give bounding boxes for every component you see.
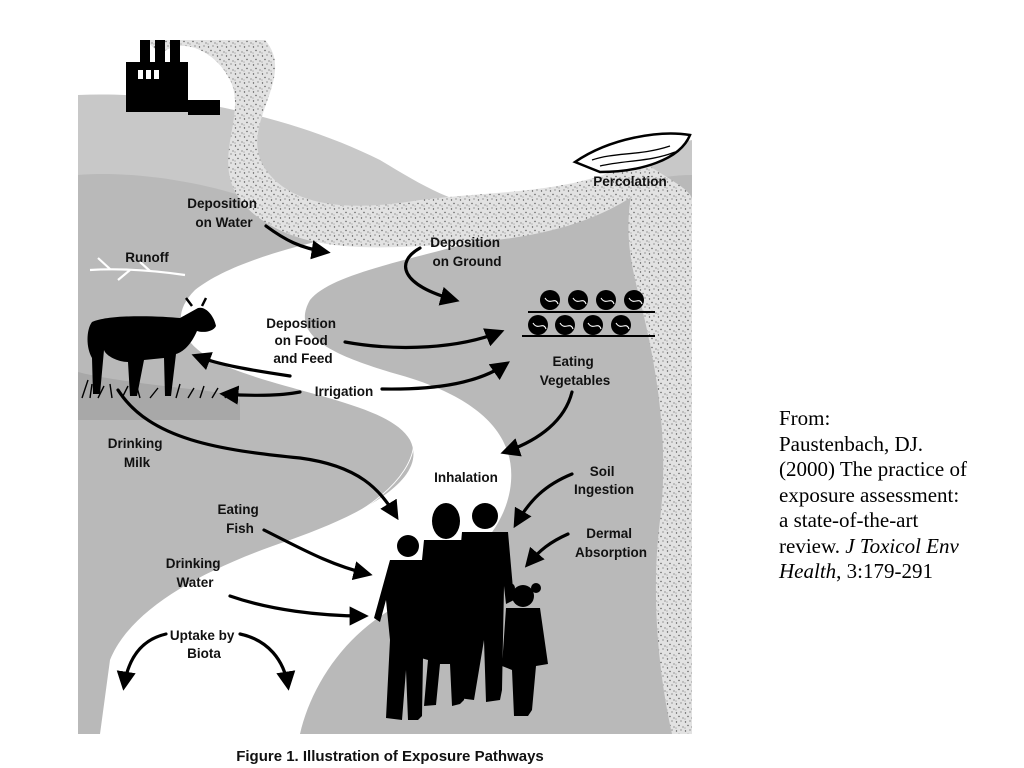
label-dermal-absorption: Dermal Absorption [575, 526, 647, 560]
river [100, 235, 512, 734]
pathway-labels: Deposition on Water Runoff Percolation D… [108, 174, 667, 661]
vegetables-icon [522, 290, 655, 337]
arrow-irrigation-to-vegetables [380, 361, 510, 391]
arrow-uptake-left [116, 632, 168, 691]
river-current-2 [219, 241, 476, 734]
pasture [78, 372, 240, 420]
arrow-irrigation-to-pasture [219, 385, 302, 405]
label-deposition-on-ground: Deposition on Ground [430, 235, 504, 269]
arrow-deposition-on-ground [404, 246, 460, 306]
grass-icon [81, 379, 231, 399]
label-inhalation: Inhalation [434, 470, 498, 485]
arrow-soil-ingestion [513, 472, 574, 529]
runoff-icon [89, 257, 186, 281]
landscape [78, 40, 692, 734]
family-silhouette-icon [374, 503, 548, 720]
label-drinking-water: Drinking Water [166, 556, 225, 590]
cow-icon [87, 297, 216, 396]
citation-line-5: a state-of-the-art [779, 508, 919, 532]
citation-line-3: (2000) The practice of [779, 457, 967, 481]
citation-from: From: [779, 406, 831, 430]
citation-volume: , 3:179-291 [836, 559, 933, 583]
label-soil-ingestion: Soil Ingestion [574, 464, 634, 497]
label-deposition-on-water: Deposition on Water [187, 196, 261, 230]
citation-review: review. [779, 533, 846, 558]
citation-line-7: Health, 3:179-291 [779, 559, 1019, 585]
arrow-eating-vegetables-to-inhalation [500, 390, 574, 457]
arrow-deposition-to-cow [191, 352, 292, 378]
citation-line-4: exposure assessment: [779, 482, 960, 507]
figure-caption: Figure 1. Illustration of Exposure Pathw… [236, 748, 544, 765]
arrow-uptake-right [238, 632, 296, 691]
percolation-stream [628, 160, 692, 734]
citation-author: Paustenbach, DJ. [779, 431, 924, 456]
factory-icon [126, 40, 220, 115]
arrow-deposition-on-food [343, 328, 505, 350]
label-uptake-by-biota: Uptake by Biota [170, 628, 238, 661]
arrow-deposition-on-water [264, 224, 331, 260]
label-drinking-milk: Drinking Milk [108, 436, 167, 470]
citation-journal-health: Health [779, 559, 837, 583]
label-eating-fish: Eating Fish [217, 502, 262, 536]
citation-journal: J Toxicol Env [845, 533, 959, 558]
citation-line-6: review. J Toxicol Env [779, 534, 1019, 560]
river-current-1 [139, 239, 415, 681]
arrow-drinking-milk [116, 388, 399, 521]
label-eating-vegetables: Eating Vegetables [540, 354, 611, 388]
arrow-eating-fish [262, 528, 373, 581]
arrow-drinking-water [228, 594, 369, 626]
label-deposition-on-food: Deposition on Food and Feed [266, 316, 340, 366]
citation-block: From: Paustenbach, DJ. (2000) The practi… [779, 406, 1019, 585]
pathway-arrows [116, 224, 574, 691]
percolation-puddle-icon [572, 132, 692, 174]
label-percolation: Percolation [593, 174, 667, 189]
label-irrigation: Irrigation [315, 384, 374, 399]
label-runoff: Runoff [125, 250, 169, 265]
smoke-plume [148, 40, 660, 248]
arrow-dermal-absorption [524, 532, 570, 568]
